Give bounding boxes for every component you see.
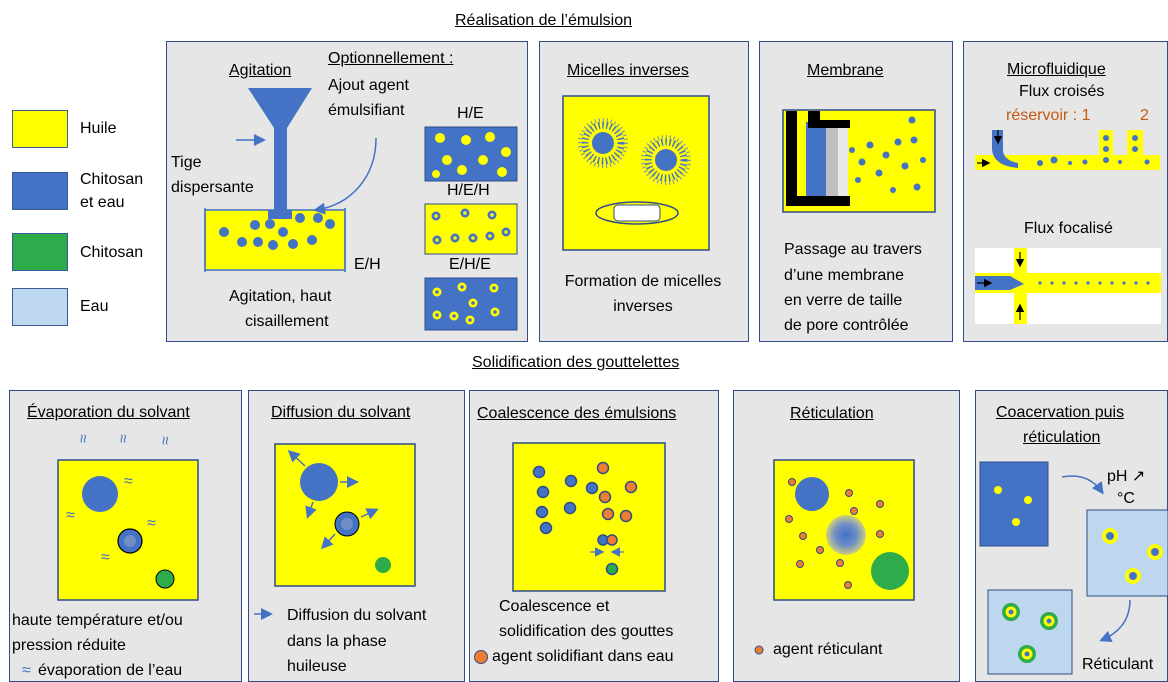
focused-flow-label: Flux focalisé [1024, 220, 1113, 237]
reservoir-label-2: 2 [1140, 107, 1149, 124]
agitation-caption-2: cisaillement [245, 313, 329, 330]
legend-swatch-chitosan-water [12, 172, 68, 210]
coacervation-title-1: Coacervation puis [996, 404, 1125, 421]
legend-swatch-water [12, 288, 68, 326]
reticulant-label: Réticulant [1082, 656, 1154, 673]
coalescence-line-2: solidification des gouttes [499, 623, 674, 640]
evaporation-line-3: évaporation de l’eau [38, 662, 183, 679]
cross-flow-illustration [975, 130, 1160, 170]
ph-label: pH ↗ [1107, 468, 1146, 485]
membrane-line-4: de pore contrôlée [784, 317, 909, 334]
section-title-emulsion: Réalisation de l’émulsion [455, 12, 632, 29]
rod-label-1: Tige [171, 154, 202, 171]
label-eh: E/H [354, 256, 381, 273]
wave-icon: ≈ [113, 434, 131, 443]
wave-icon: ≈ [155, 436, 173, 445]
legend-label-water: Eau [80, 298, 109, 315]
wave-icon: ≈ [66, 507, 75, 524]
agitation-title: Agitation [229, 62, 292, 79]
coalescence-line-3: agent solidifiant dans eau [492, 648, 674, 665]
micelles-caption-2: inverses [613, 298, 673, 315]
label-he: H/E [457, 105, 484, 122]
orange-dot-icon [474, 650, 488, 664]
focused-flow-illustration [975, 248, 1161, 324]
diffusion-line-1: Diffusion du solvant [287, 607, 427, 624]
optional-title: Optionnellement : [328, 50, 454, 67]
evaporation-wave-legend-icon: ≈ [22, 662, 31, 679]
beaker-illustration [204, 88, 377, 272]
membrane-line-2: d’une membrane [784, 267, 905, 284]
wave-icon: ≈ [124, 473, 133, 490]
reticulation-line-1: agent réticulant [773, 641, 883, 658]
rod-label-2: dispersante [171, 179, 254, 196]
optional-line-1: Ajout agent [328, 77, 409, 94]
label-heh: H/E/H [447, 182, 490, 199]
diffusion-line-3: huileuse [287, 658, 347, 675]
wave-icon: ≈ [101, 549, 110, 566]
temperature-label: °C [1117, 490, 1135, 507]
micelles-caption-1: Formation de micelles [564, 273, 722, 290]
coalescence-title: Coalescence des émulsions [477, 405, 677, 422]
legend-label-chitosan-water-2: et eau [80, 194, 125, 211]
membrane-illustration [786, 111, 926, 206]
evaporation-title: Évaporation du solvant [27, 404, 190, 421]
reticulation-title: Réticulation [790, 405, 874, 422]
diffusion-line-2: dans la phase [287, 633, 387, 650]
wave-icon: ≈ [73, 434, 91, 443]
agitation-caption-1: Agitation, haut [229, 288, 332, 305]
wave-icon: ≈ [147, 515, 156, 532]
reservoir-label: réservoir : 1 [1006, 107, 1091, 124]
legend-swatch-chitosan [12, 233, 68, 271]
label-ehe: E/H/E [449, 256, 491, 273]
evaporation-line-2: pression réduite [12, 637, 126, 654]
microfluidic-title: Microfluidique [1007, 61, 1106, 78]
membrane-title: Membrane [807, 62, 884, 79]
legend-swatch-oil [12, 110, 68, 148]
reverse-micelle-illustration [578, 118, 691, 225]
cross-flow-label: Flux croisés [1019, 83, 1105, 100]
legend-label-chitosan-water: Chitosan [80, 171, 144, 188]
legend-label-chitosan: Chitosan [80, 244, 144, 261]
optional-line-2: émulsifiant [328, 102, 405, 119]
coalescence-line-1: Coalescence et [499, 598, 610, 615]
coacervation-title-2: réticulation [1023, 429, 1101, 446]
membrane-line-3: en verre de taille [784, 292, 903, 309]
micelles-title: Micelles inverses [567, 62, 689, 79]
legend-label-oil: Huile [80, 120, 117, 137]
evaporation-line-1: haute température et/ou [12, 612, 183, 629]
membrane-line-1: Passage au travers [784, 241, 922, 258]
diffusion-title: Diffusion du solvant [271, 404, 411, 421]
section-title-solidification: Solidification des gouttelettes [472, 354, 680, 371]
